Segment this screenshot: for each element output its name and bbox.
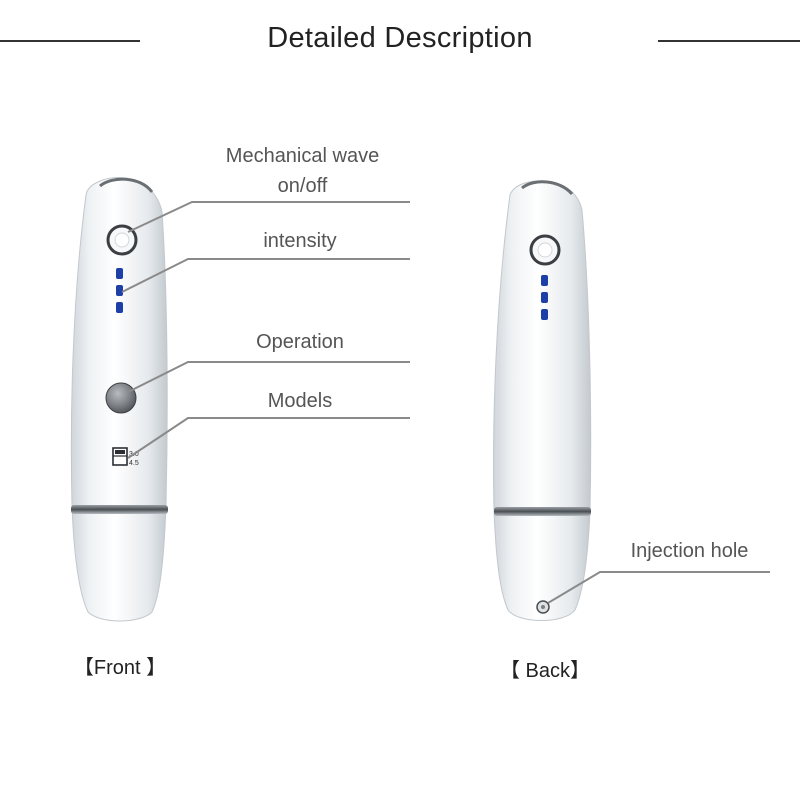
leader-intensity bbox=[121, 258, 410, 293]
header-rule-right bbox=[658, 40, 800, 42]
back-intensity-indicator-3 bbox=[541, 309, 548, 320]
switch-option-bottom: 4.5 bbox=[129, 460, 139, 467]
front-device-cap bbox=[99, 177, 154, 194]
label-models: Models bbox=[267, 390, 333, 412]
back-device-cap bbox=[521, 180, 574, 196]
leader-operation bbox=[127, 361, 410, 393]
back-intensity-indicator-1 bbox=[541, 275, 548, 286]
front-device-band bbox=[71, 505, 168, 514]
header-rule-left bbox=[0, 40, 140, 42]
back-intensity-indicator-2 bbox=[541, 292, 548, 303]
label-mechanical-wave-line1: Mechanical wave bbox=[225, 145, 380, 167]
back-device bbox=[493, 180, 592, 621]
front-device: 3.0 4.5 bbox=[70, 177, 168, 622]
label-mechanical-wave-line2: on/off bbox=[277, 175, 328, 197]
front-intensity-indicator-2 bbox=[116, 285, 123, 296]
leader-models bbox=[127, 417, 410, 459]
leader-lines bbox=[121, 201, 770, 604]
page-title: Detailed Description bbox=[267, 22, 533, 54]
front-intensity-indicator-1 bbox=[116, 268, 123, 279]
label-mechanical-wave: Mechanical wave on/off bbox=[200, 141, 405, 201]
label-operation: Operation bbox=[256, 331, 344, 353]
front-intensity-indicator-3 bbox=[116, 302, 123, 313]
caption-front: 【Front 】 bbox=[73, 657, 167, 679]
label-injection-hole: Injection hole bbox=[630, 540, 749, 562]
leader-mechanical-wave bbox=[127, 201, 410, 233]
label-intensity: intensity bbox=[263, 230, 337, 252]
back-device-band bbox=[494, 507, 591, 516]
front-models-switch bbox=[112, 447, 128, 466]
front-operation-knob bbox=[105, 382, 137, 414]
leader-injection-hole bbox=[547, 571, 770, 604]
caption-back: 【 Back】 bbox=[499, 660, 591, 682]
